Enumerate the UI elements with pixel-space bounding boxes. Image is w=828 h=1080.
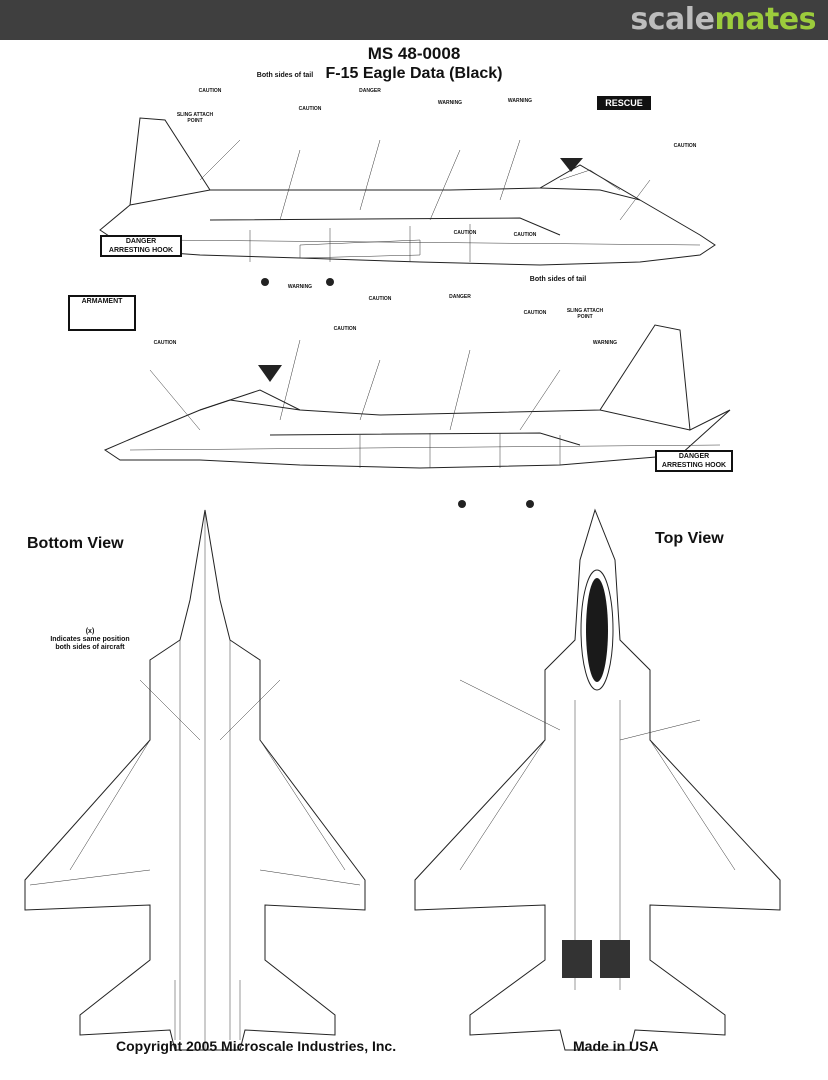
sheet-title: F-15 Eagle Data (Black) [325,65,503,82]
stencil-label: SLING ATTACH POINT [176,112,214,124]
side-view-1-aircraft [99,117,716,286]
stencil-label: CAUTION [523,310,547,316]
danger-arresting-hook-box-1: DANGER ARRESTING HOOK [100,235,182,257]
product-code: MS 48-0008 [367,44,461,63]
stencil-label: SLING ATTACH POINT [566,308,604,320]
stencil-label: CAUTION [368,296,392,302]
site-header-bar: scalemates [0,0,828,40]
stencil-label: WARNING [507,98,533,104]
danger-arresting-hook-box-2: DANGER ARRESTING HOOK [655,450,733,472]
top-view-label: Top View [655,530,724,547]
same-position-note: (x) Indicates same position both sides o… [50,628,130,651]
logo-text-scale: scale [630,2,715,37]
scalemates-logo[interactable]: scalemates [630,2,816,38]
logo-text-mates: mates [714,2,816,37]
stencil-label: CAUTION [333,326,357,332]
stencil-callout-lines [139,139,701,741]
bottom-view-label: Bottom View [27,535,124,552]
stencil-label: WARNING [287,284,313,290]
side-view-2-aircraft [103,324,731,508]
top-view-aircraft [414,508,781,1051]
stencil-label: CAUTION [298,106,322,112]
made-in-text: Made in USA [573,1038,659,1054]
stencil-label: CAUTION [198,88,222,94]
copyright-text: Copyright 2005 Microscale Industries, In… [116,1038,397,1054]
stencil-label: CAUTION [673,143,697,149]
decal-instruction-sheet: MS 48-0008 F-15 Eagle Data (Black) [0,40,828,1080]
stencil-label: CAUTION [153,340,177,346]
stencil-label: DANGER [449,294,471,300]
aircraft-drawings [24,117,781,1051]
stencil-label: CAUTION [513,232,537,238]
stencil-label: WARNING [437,100,463,106]
armament-box: ARMAMENT [68,295,136,331]
stencil-label: WARNING [592,340,618,346]
stencil-label: CAUTION [453,230,477,236]
rescue-box: RESCUE [597,96,651,110]
stencil-label: DANGER [359,88,381,94]
both-sides-note-1: Both sides of tail [256,72,314,79]
both-sides-note-2: Both sides of tail [529,276,587,283]
bottom-view-aircraft [24,509,366,1051]
